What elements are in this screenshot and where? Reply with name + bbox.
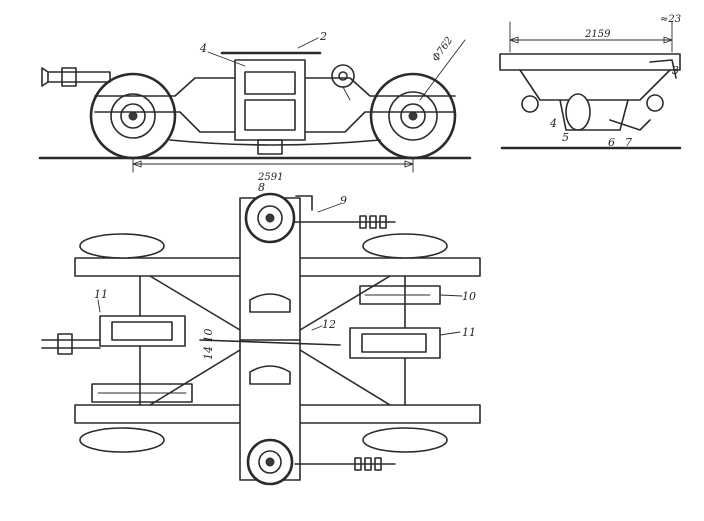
end-view: 2159 ≈23 3 4 5 6 7: [499, 14, 682, 150]
end-label-4: 4: [549, 117, 557, 130]
side-wheel-right: [369, 72, 457, 160]
end-width-dim: 2159: [584, 29, 611, 40]
side-wheel-left: [89, 72, 177, 160]
end-label-6: 6: [608, 136, 615, 149]
side-view: 2591 2 4 Φ762: [38, 30, 472, 183]
plan-coupler-left: [41, 333, 101, 355]
end-label-3: 3: [672, 64, 679, 77]
side-label-2: 2: [319, 30, 327, 43]
plan-bottom-pivot: [246, 438, 294, 486]
end-label-7: 7: [625, 136, 632, 149]
side-label-4: 4: [199, 42, 207, 55]
plan-label-9: 9: [340, 194, 347, 207]
plan-view: 8 9 10 11 11 12 14 10: [41, 181, 481, 486]
side-wheelbase-dim: 2591: [257, 172, 283, 183]
plan-label-14-10: 14 10: [202, 329, 215, 361]
end-pair-dim: ≈23: [660, 14, 681, 25]
plan-top-pivot: [244, 192, 296, 244]
plan-label-12: 12: [322, 318, 336, 331]
side-wheel-diameter: Φ762: [431, 35, 456, 64]
plan-label-11-left: 11: [94, 288, 108, 301]
plan-label-10: 10: [462, 290, 476, 303]
end-label-5: 5: [562, 131, 569, 144]
side-coupler-left: [41, 67, 111, 87]
plan-label-11-right: 11: [462, 326, 476, 339]
plan-label-8: 8: [258, 181, 265, 194]
